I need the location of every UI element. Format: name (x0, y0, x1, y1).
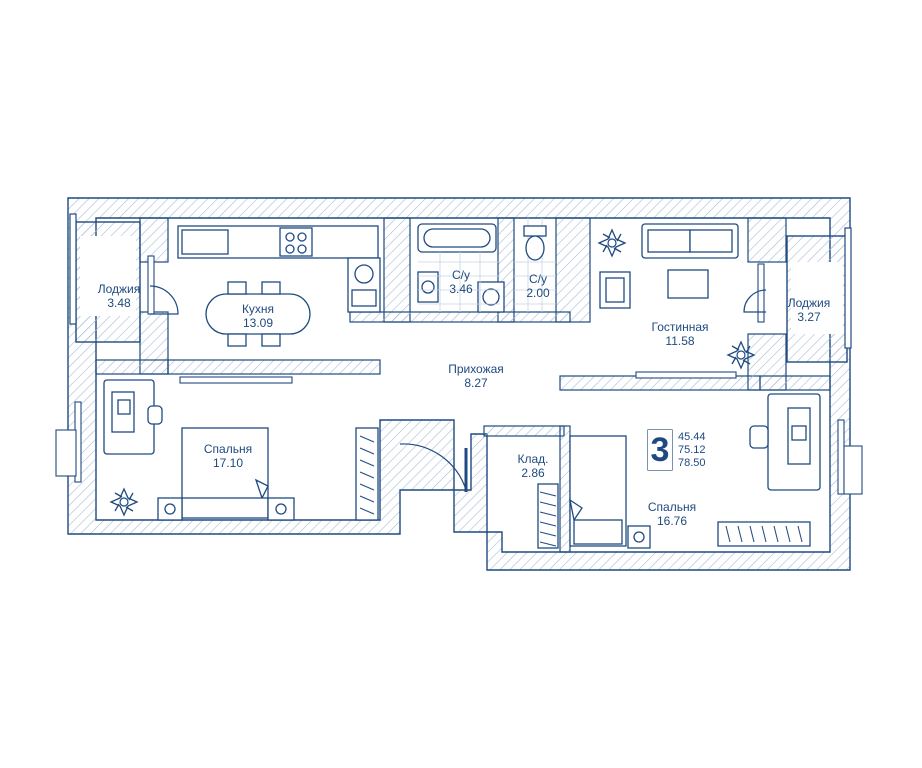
storage-furniture (537, 483, 559, 549)
rooms-count: 3 (648, 430, 672, 470)
area-values: 45.44 75.12 78.50 (678, 431, 706, 470)
wardrobe-hangers (359, 435, 375, 515)
bedroom-left-furniture (103, 379, 379, 521)
kitchen-furniture (177, 225, 381, 347)
windows (55, 255, 863, 495)
plant-icon (110, 488, 138, 516)
stove-icon (279, 227, 313, 257)
loggia-left (69, 213, 141, 343)
wardrobe-icon (355, 427, 379, 521)
loggia-right (786, 227, 852, 363)
door-icon (743, 289, 767, 313)
door-icon (149, 285, 179, 315)
wardrobe-right-hangers (725, 525, 803, 543)
door-icon (399, 443, 467, 491)
living-furniture (598, 223, 755, 369)
total-area: 75.12 (678, 443, 706, 456)
window-icon (757, 263, 765, 323)
storage-hangers (539, 491, 557, 547)
bathroom-1 (417, 223, 505, 313)
bed-icon (181, 427, 269, 505)
bedroom-right-furniture (569, 393, 821, 549)
toilet-icon (523, 225, 547, 261)
doors (149, 285, 767, 492)
window-icon (69, 213, 77, 325)
living-area: 45.44 (678, 430, 706, 443)
window-icon (844, 227, 852, 349)
total-with-loggias: 78.50 (678, 456, 706, 469)
label-storage: Клад.2.86 (517, 452, 549, 480)
area-summary: 3 45.44 75.12 78.50 (648, 430, 706, 470)
plant-icon (598, 229, 626, 257)
window-icon (837, 419, 845, 495)
wardrobe-icon (537, 483, 559, 549)
